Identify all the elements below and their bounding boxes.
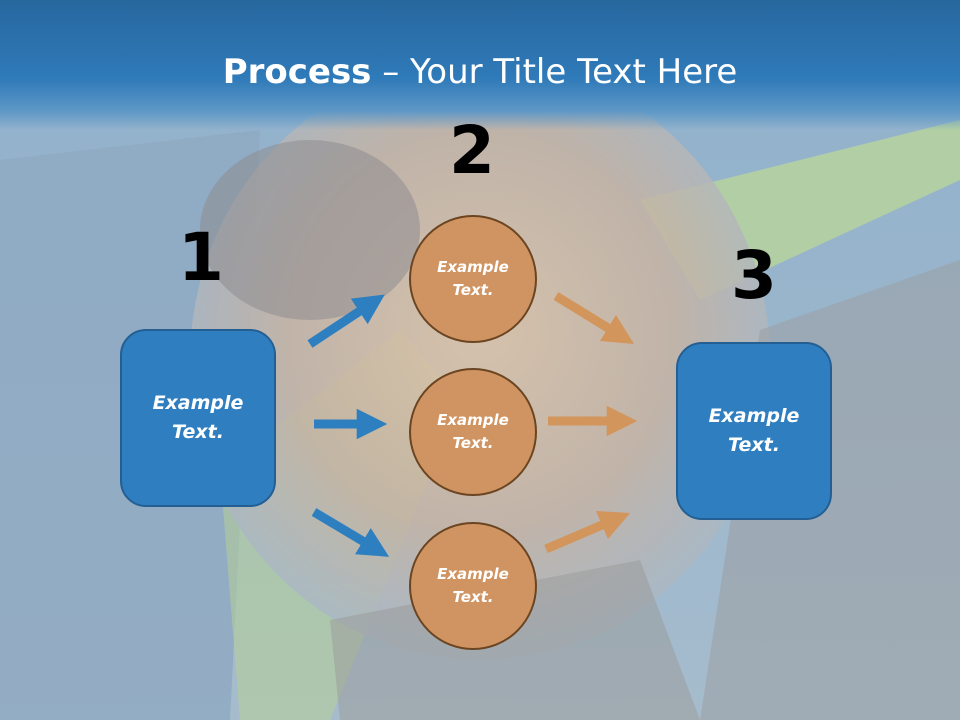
- step-2-circle-middle: Example Text.: [409, 368, 537, 496]
- step-3-box: Example Text.: [676, 342, 832, 520]
- title-rest-part: – Your Title Text Here: [371, 52, 738, 92]
- step-2-number: 2: [449, 112, 495, 189]
- step-2-circle-top: Example Text.: [409, 215, 537, 343]
- step-1-box-text: Example Text.: [152, 392, 244, 443]
- circle-top-text: Example Text.: [437, 258, 509, 299]
- arrow-orange-up: [544, 510, 631, 554]
- arrow-orange-down: [553, 292, 635, 345]
- circle-middle-text: Example Text.: [437, 411, 509, 452]
- title-bold-part: Process: [222, 52, 372, 92]
- slide-title: Process – Your Title Text Here: [0, 52, 960, 92]
- step-1-box: Example Text.: [120, 329, 276, 507]
- step-2-circle-bottom: Example Text.: [409, 522, 537, 650]
- step-3-box-text: Example Text.: [708, 405, 800, 456]
- title-bar: [0, 0, 960, 130]
- circle-bottom-text: Example Text.: [437, 565, 509, 606]
- step-3-number: 3: [731, 237, 777, 314]
- arrow-blue-down: [311, 508, 390, 557]
- arrow-blue-up: [307, 294, 385, 348]
- step-1-number: 1: [178, 219, 224, 296]
